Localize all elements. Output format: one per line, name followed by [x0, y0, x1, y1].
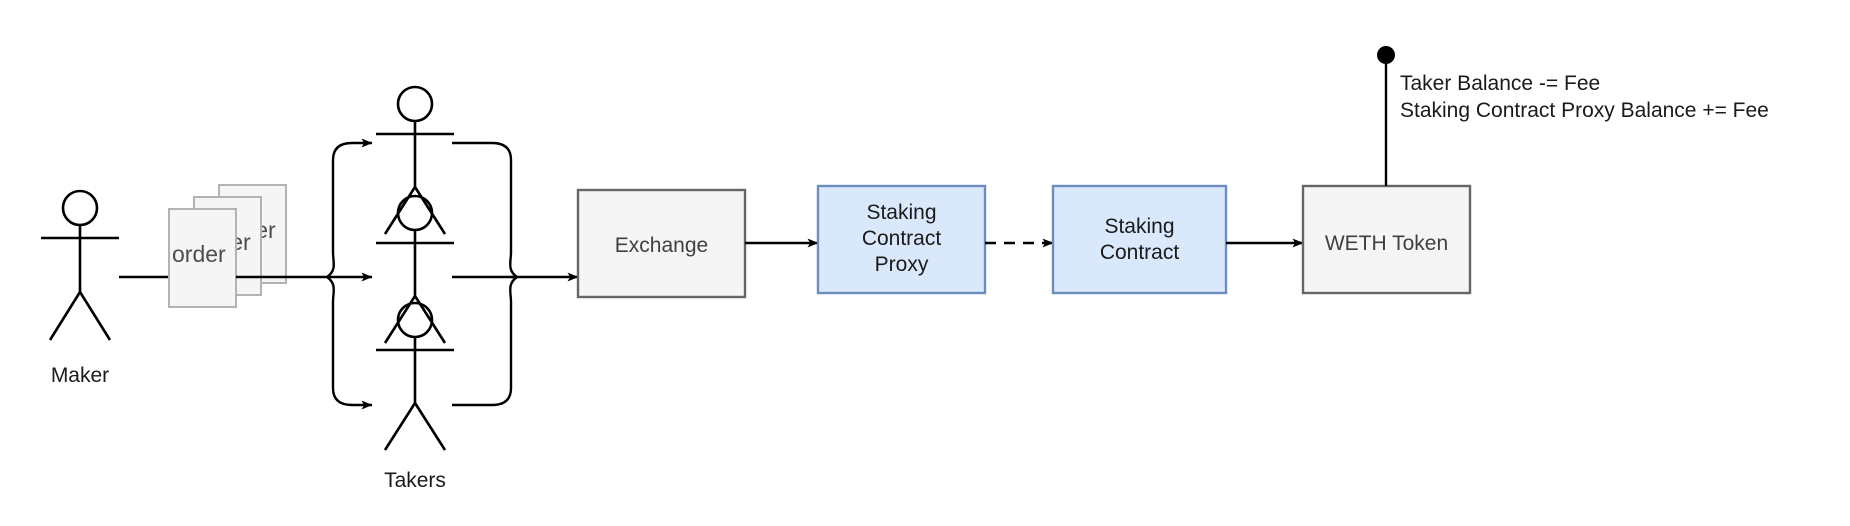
node-staking-contract-proxy-box[interactable] [816, 184, 987, 295]
edge-orders-to-takers [326, 138, 373, 410]
node-exchange-box[interactable] [576, 188, 747, 299]
node-staking-contract-proxy-label-line-2: Contract [862, 227, 942, 250]
taker-2-head-icon [396, 194, 434, 232]
node-staking-contract-proxy-label-line-3: Proxy [875, 253, 929, 276]
taker-3-leg-right-icon [413, 402, 447, 451]
maker-leg-right-icon [78, 291, 112, 341]
taker-1-head-icon [396, 85, 434, 123]
order-card-front-label: order [172, 241, 226, 267]
node-weth-token[interactable]: WETH Token [1301, 184, 1472, 295]
node-exchange-label: Exchange [615, 234, 708, 257]
node-exchange[interactable]: Exchange [576, 188, 747, 299]
node-weth-token-label: WETH Token [1325, 232, 1448, 255]
taker-1-leg-left-icon [383, 186, 417, 235]
taker-1-leg-right-icon [413, 186, 447, 235]
actor-taker-2 [376, 194, 454, 344]
actor-label-maker: Maker [51, 364, 109, 387]
node-staking-contract[interactable]: Staking Contract [1051, 184, 1228, 295]
actor-taker-1 [376, 85, 454, 235]
order-card-front [168, 208, 237, 308]
taker-3-head-icon [396, 301, 434, 339]
maker-head-icon [61, 189, 99, 227]
node-staking-contract-proxy-label-line-1: Staking [866, 201, 936, 224]
taker-3-leg-left-icon [383, 402, 417, 451]
node-staking-contract-box[interactable] [1051, 184, 1228, 295]
annotation-anchor-dot-icon [1377, 46, 1395, 64]
branch-to-taker-3 [326, 276, 373, 410]
node-weth-token-box[interactable] [1301, 184, 1472, 295]
actor-group-label-takers: Takers [384, 469, 446, 492]
actor-maker: Maker [41, 189, 119, 387]
annotation-line-2: Staking Contract Proxy Balance += Fee [1400, 99, 1769, 122]
annotation-taker-fee: Taker Balance -= Fee Staking Contract Pr… [1377, 46, 1769, 186]
maker-leg-left-icon [48, 291, 82, 341]
node-staking-contract-label-line-2: Contract [1100, 241, 1180, 264]
node-staking-contract-proxy[interactable]: Staking Contract Proxy [816, 184, 987, 295]
merge-from-taker-3 [452, 276, 518, 407]
order-card-stack: order order order [168, 184, 287, 308]
actor-taker-3 [376, 301, 454, 451]
annotation-line-1: Taker Balance -= Fee [1400, 72, 1600, 95]
branch-to-taker-1 [326, 138, 373, 278]
edge-takers-to-exchange [452, 141, 579, 407]
merge-from-taker-1 [452, 141, 518, 278]
node-staking-contract-label-line-1: Staking [1104, 215, 1174, 238]
